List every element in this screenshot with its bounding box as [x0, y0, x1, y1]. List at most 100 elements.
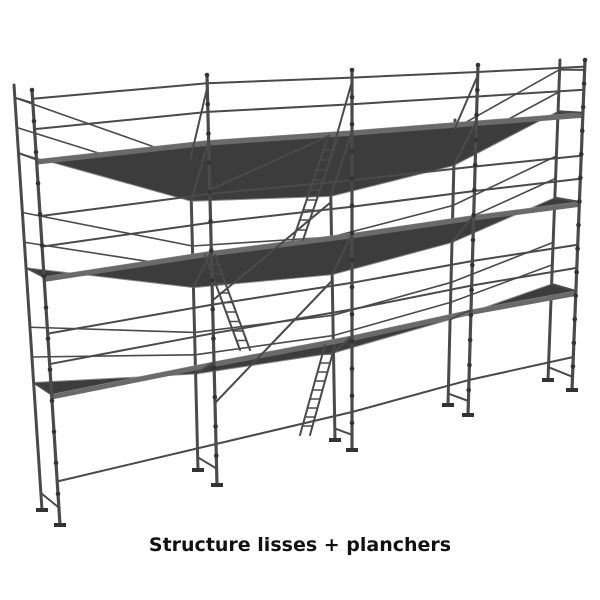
transom [547, 366, 574, 378]
front-guardrail [39, 192, 211, 218]
back-rail [449, 263, 554, 304]
deck-plank [18, 140, 210, 202]
front-guardrail [351, 379, 470, 413]
coupler [211, 365, 217, 371]
deck-edge [476, 112, 583, 126]
coupler [204, 72, 210, 78]
base-plate [542, 378, 554, 382]
deck-edge [214, 336, 352, 367]
coupler [37, 211, 43, 217]
coupler [349, 420, 355, 426]
front-guardrail [351, 71, 479, 79]
back-rail [29, 326, 196, 334]
coupler [206, 131, 211, 136]
coupler [207, 189, 213, 195]
base-plate [566, 388, 578, 392]
back-post [446, 118, 457, 407]
front-guardrail [56, 443, 217, 483]
coupler [349, 257, 355, 263]
transom [13, 96, 34, 105]
back-post [188, 148, 200, 472]
coupler [475, 62, 481, 68]
front-guardrail [476, 65, 586, 73]
coupler [571, 340, 577, 346]
front-guardrail [351, 95, 479, 106]
coupler [575, 246, 580, 251]
coupler [29, 87, 35, 93]
coupler [208, 248, 214, 254]
transom [192, 250, 213, 289]
deck-edge [211, 233, 352, 257]
coupler [53, 460, 59, 466]
base-plate [442, 403, 454, 407]
coupler [213, 453, 219, 459]
front-guardrail [215, 411, 353, 445]
coupler [576, 222, 581, 228]
front-guardrail [46, 303, 214, 335]
deck-edge [352, 215, 474, 239]
front-guardrail [212, 308, 353, 335]
coupler [349, 230, 355, 236]
coupler [45, 336, 51, 341]
coupler [469, 262, 475, 268]
transom [39, 492, 60, 509]
front-guardrail [471, 243, 579, 262]
front-guardrail [48, 332, 215, 366]
coupler [31, 118, 37, 124]
coupler [210, 306, 216, 312]
coupler [205, 101, 211, 107]
coupler [349, 176, 355, 181]
transom [553, 196, 581, 203]
front-guardrail [351, 165, 477, 182]
front-guardrail [351, 190, 476, 208]
transom [452, 120, 478, 167]
front-guardrail [473, 177, 582, 192]
transom [447, 392, 470, 402]
front-guardrail [206, 103, 353, 113]
coupler [474, 87, 480, 93]
front-guardrail [41, 221, 212, 248]
front-guardrail [351, 284, 473, 311]
coupler [39, 243, 45, 248]
back-rail [194, 334, 335, 356]
coupler [578, 175, 583, 181]
coupler [55, 491, 61, 497]
coupler [349, 339, 355, 344]
coupler [467, 362, 472, 368]
back-rail [453, 68, 561, 130]
back-rail [21, 211, 194, 247]
coupler [33, 149, 39, 155]
coupler [580, 104, 586, 110]
transom [189, 86, 209, 161]
coupler [209, 277, 215, 283]
transom [190, 139, 210, 203]
back-post [546, 58, 562, 382]
base-plate [192, 468, 204, 472]
front-guardrail [208, 179, 353, 195]
back-rail [450, 241, 554, 284]
deck-edge [471, 291, 576, 315]
coupler [579, 128, 585, 134]
front-guardrail [470, 266, 578, 287]
front-guardrail [211, 281, 353, 306]
coupler [49, 398, 55, 404]
coupler [349, 94, 355, 100]
transom [17, 152, 38, 161]
coupler [570, 364, 576, 369]
deck-edge [208, 130, 352, 146]
transom [331, 232, 353, 276]
front-guardrail [33, 110, 209, 131]
coupler [349, 284, 355, 290]
transom [550, 283, 577, 292]
coupler [474, 112, 479, 118]
coupler [43, 305, 49, 310]
coupler [213, 424, 218, 429]
coupler [349, 121, 355, 127]
base-plate [54, 523, 66, 527]
coupler [206, 160, 212, 166]
diagonal-brace [214, 279, 334, 404]
back-rail [452, 155, 558, 207]
transom [333, 427, 353, 436]
coupler [469, 287, 474, 293]
